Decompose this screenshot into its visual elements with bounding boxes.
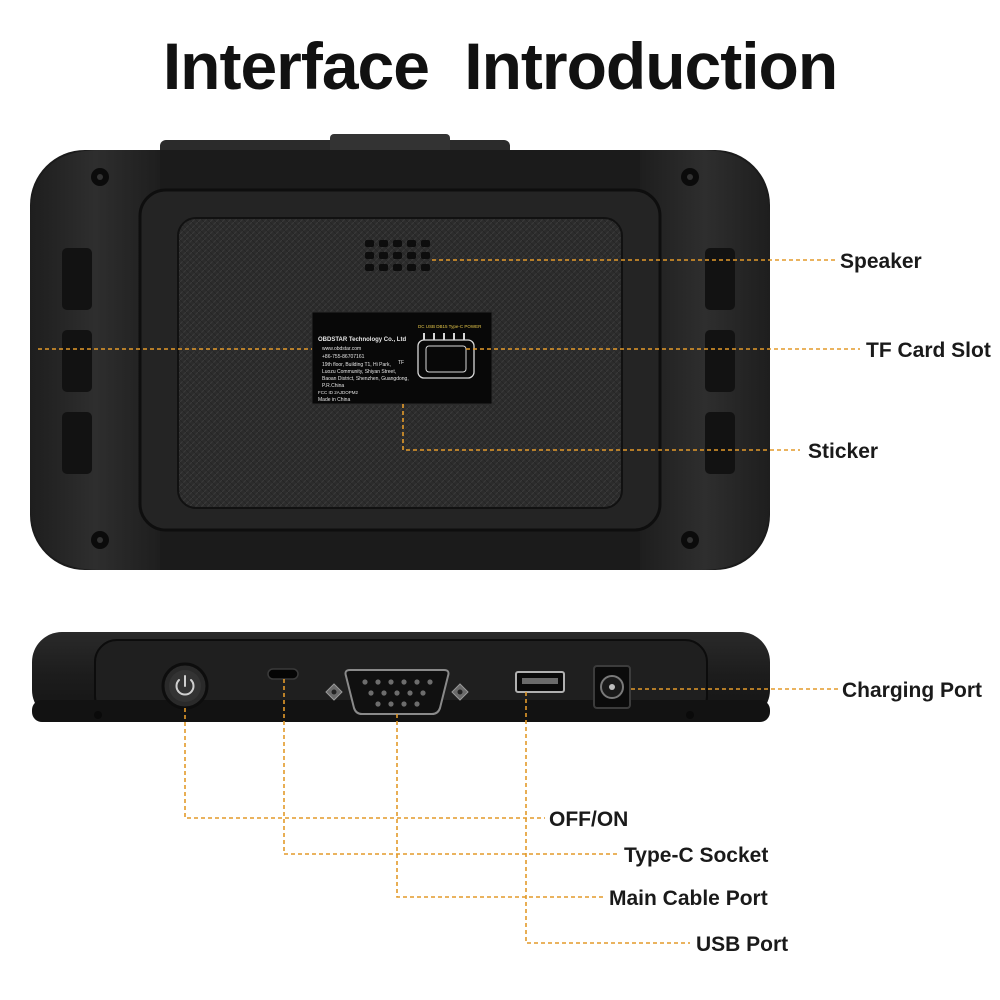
sticker-device-outline-icon [417, 339, 475, 379]
label-off-on: OFF/ON [549, 808, 628, 831]
label-tf-card-slot: TF Card Slot [866, 339, 991, 362]
off-on-leader [184, 708, 545, 819]
type-c-leader [283, 679, 618, 855]
side-screw-icon [686, 711, 694, 719]
label-usb-port: USB Port [696, 933, 788, 956]
sticker-address-4: P.R.China [322, 383, 344, 389]
sticker-address-3: Baoan District, Shenzhen, Guangdong, [322, 376, 409, 382]
sticker-phone: +86-755-86707161 [322, 354, 365, 360]
sticker-leader [402, 404, 800, 451]
screw-icon [91, 168, 699, 549]
label-main-cable-port: Main Cable Port [609, 887, 768, 910]
left-grips [62, 248, 92, 474]
device-back-view: OBDSTAR Technology Co., Ltd www.obdstar.… [30, 134, 770, 570]
label-charging-port: Charging Port [842, 679, 982, 702]
page-title: Interface Introduction [162, 29, 838, 103]
right-grips [705, 248, 735, 474]
main-cable-leader [396, 714, 604, 898]
sticker-address-1: 19th floor, Building T1, Hi Park, [322, 362, 391, 368]
type-c-socket [267, 668, 299, 680]
sticker-tf: TF [398, 360, 404, 366]
sticker-made-in: Made in China [318, 397, 350, 403]
sticker-fcc: FCC ID 2AJDOPM2 [318, 390, 359, 395]
back-view-leaders [38, 259, 860, 451]
power-button [161, 662, 209, 710]
sticker-website: www.obdstar.com [322, 346, 361, 352]
label-type-c-socket: Type-C Socket [624, 844, 768, 867]
label-sticker: Sticker [808, 440, 878, 463]
speaker-grille-icon [365, 240, 430, 271]
top-button [330, 134, 450, 154]
sticker-port-header: DC USB DB15 Type-C POWER [418, 324, 482, 329]
device-side-view [32, 632, 770, 722]
sticker: OBDSTAR Technology Co., Ltd www.obdstar.… [311, 311, 493, 405]
side-view-leaders [184, 679, 838, 944]
side-screw-icon [94, 711, 102, 719]
sticker-company: OBDSTAR Technology Co., Ltd [318, 337, 406, 343]
usb-port [515, 671, 565, 693]
charging-port [593, 665, 631, 709]
label-speaker: Speaker [840, 250, 922, 273]
usb-leader [525, 692, 690, 944]
sticker-address-2: Luozu Community, Shiyan Street, [322, 369, 396, 375]
power-icon [175, 679, 195, 696]
main-cable-port [325, 669, 469, 715]
